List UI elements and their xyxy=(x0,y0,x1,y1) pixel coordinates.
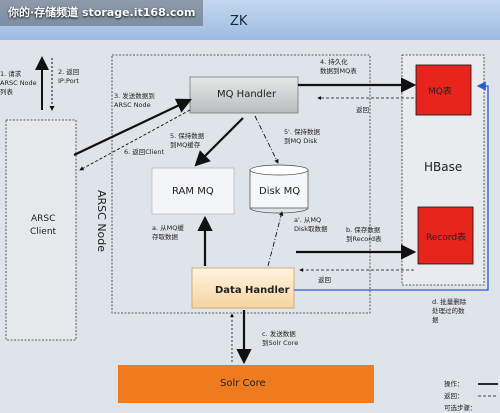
step-6-label: 6. 返回Client xyxy=(124,148,165,156)
step-4-line2: 数据到MQ表 xyxy=(320,67,357,75)
step-5-line1: 5. 保持数据 xyxy=(170,132,205,140)
step-2-line2: IP:Port xyxy=(58,77,79,85)
step-ap-line2: Disk取数据 xyxy=(294,225,328,233)
arsc-node-boundary xyxy=(111,54,371,314)
step-2-line1: 2. 返回 xyxy=(58,68,80,76)
step-4-line1: 4. 持久化 xyxy=(320,58,348,66)
data-handler-box xyxy=(191,267,295,309)
step-d-line1: d. 批量删除 xyxy=(432,298,467,306)
zk-bar xyxy=(0,0,500,40)
arrow-save-ram xyxy=(194,117,244,167)
legend-op: 操作： xyxy=(444,380,464,388)
mq-table-label: MQ表 xyxy=(428,87,452,97)
solr-core-label: Solr Core xyxy=(220,378,266,389)
disk-mq-label: Disk MQ xyxy=(259,186,301,197)
mq-handler-label: MQ Handler xyxy=(217,89,277,100)
arrow-batch-delete xyxy=(294,81,489,291)
client-label-line2: Client xyxy=(30,227,57,237)
hbase-title: HBase xyxy=(424,160,463,174)
step-5p-line2: 到MQ Disk xyxy=(284,137,318,145)
arrow-fetch-disk xyxy=(267,211,284,267)
watermark: 你的·存储频道 storage.it168.com xyxy=(0,0,204,26)
arrow-save-disk xyxy=(254,115,279,164)
step-5-line2: 到MQ缓存 xyxy=(170,141,201,149)
data-handler-label: Data Handler xyxy=(215,285,290,296)
client-label-line1: ARSC xyxy=(31,214,56,224)
zk-label: ZK xyxy=(230,14,248,29)
step-d-line3: 据 xyxy=(432,316,439,324)
return-mq-label: 返回 xyxy=(356,106,369,114)
step-b-line2: 到Record表 xyxy=(346,235,382,243)
step-1-line1: 1. 请求 xyxy=(0,70,22,78)
record-table-box xyxy=(417,206,474,265)
step-a-line2: 存取数据 xyxy=(152,233,178,241)
client-container xyxy=(5,119,77,341)
legend-opt: 可选步骤： xyxy=(444,404,477,412)
step-5p-line1: 5'. 保持数据 xyxy=(284,128,321,136)
mq-handler-box xyxy=(189,76,299,114)
arsc-node-label: ARSC Node xyxy=(95,190,108,253)
step-c-line1: c. 发送数据 xyxy=(262,330,296,338)
step-c-line2: 到Solr Core xyxy=(262,339,299,347)
step-1-line2: ARSC Node xyxy=(0,79,37,87)
step-3-line2: ARSC Node xyxy=(114,101,151,109)
legend-ret: 返回： xyxy=(444,392,464,400)
step-a-line1: a. 从MQ缓 xyxy=(152,224,184,232)
step-d-line2: 处理过的数 xyxy=(432,307,465,315)
ram-mq-label: RAM MQ xyxy=(172,186,214,197)
solr-core-box xyxy=(118,365,374,403)
step-3-line1: 3. 发送数据到 xyxy=(114,92,155,100)
return-record-label: 返回 xyxy=(318,276,331,284)
record-table-label: Record表 xyxy=(426,233,467,243)
arrow-send-data xyxy=(73,98,192,156)
step-ap-line1: a'. 从MQ xyxy=(294,216,322,224)
arrow-return-client xyxy=(79,109,191,171)
disk-mq-cylinder xyxy=(249,164,309,214)
ram-mq-box xyxy=(151,167,235,215)
step-b-line1: b. 保存数据 xyxy=(346,226,381,234)
step-1-line3: 列表 xyxy=(0,88,13,96)
mq-table-box xyxy=(415,64,472,116)
